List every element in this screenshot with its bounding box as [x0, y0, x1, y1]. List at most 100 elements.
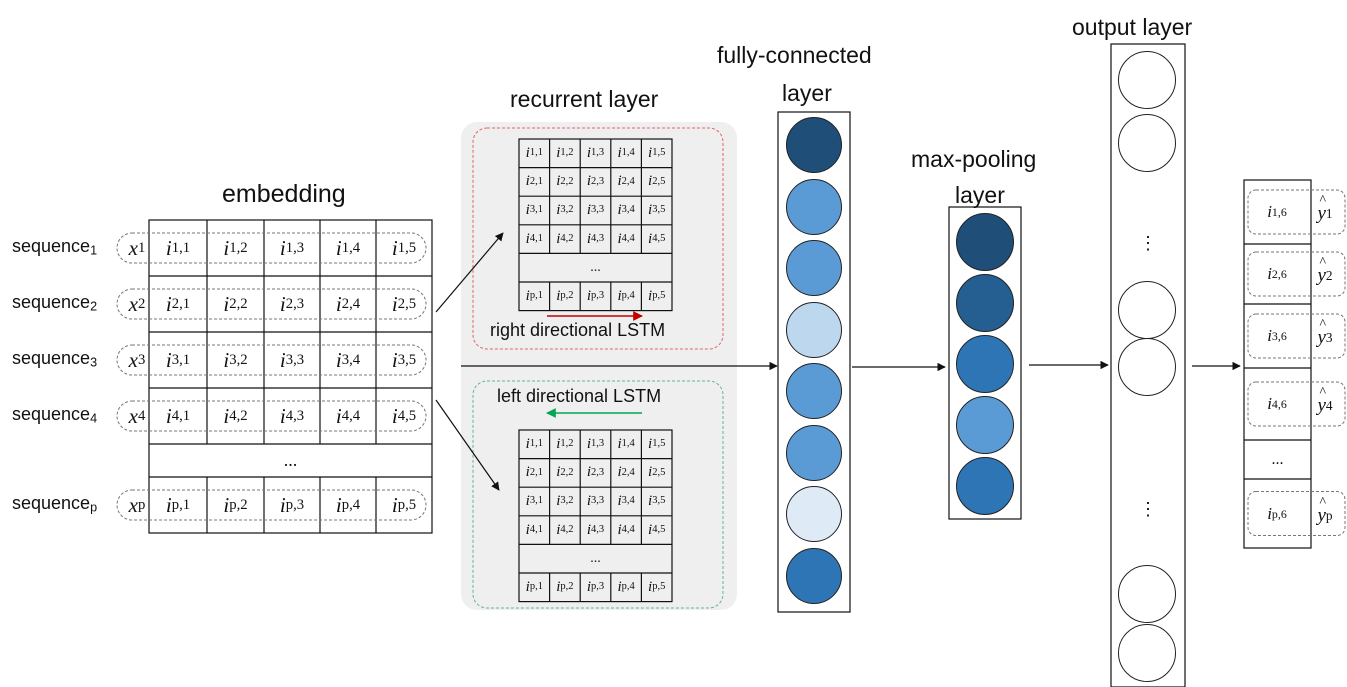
- text: 1: [537, 524, 543, 536]
- fc-neuron: [786, 363, 842, 419]
- text: max-pooling: [911, 146, 1037, 172]
- text: 2: [560, 175, 566, 187]
- text: p: [591, 581, 597, 593]
- text: 4: [629, 147, 635, 159]
- text: sequence: [12, 292, 91, 312]
- sequence-label: sequence4: [12, 404, 97, 425]
- text: 3: [285, 352, 294, 368]
- fc-layer-box: [777, 111, 851, 613]
- prediction-pill: [1247, 381, 1346, 427]
- text: 6: [1280, 506, 1287, 521]
- text: y: [1317, 327, 1326, 348]
- text: 2: [229, 296, 237, 312]
- text: 5: [660, 233, 666, 245]
- text: 5: [660, 438, 666, 450]
- text: 2: [568, 524, 574, 536]
- text: 1: [182, 497, 191, 513]
- text: 4: [285, 408, 294, 424]
- text: layer: [782, 80, 832, 106]
- text: 3: [598, 175, 605, 187]
- text: 1: [537, 175, 543, 187]
- text: 3: [296, 296, 305, 312]
- output-neuron: [1118, 565, 1176, 623]
- text: 5: [660, 175, 666, 187]
- text: ^: [1319, 385, 1327, 400]
- text: 4: [529, 524, 536, 536]
- output-layer-box: [1110, 43, 1186, 687]
- text: i: [1267, 503, 1272, 523]
- text: 4: [652, 233, 658, 245]
- text: 3: [598, 524, 605, 536]
- text: p: [1271, 506, 1278, 521]
- text: 5: [660, 290, 666, 302]
- text: 4: [591, 524, 597, 536]
- fc-title-1: fully-connected: [717, 42, 872, 69]
- recurrent-title: recurrent layer: [510, 86, 658, 113]
- text: 6: [1280, 329, 1287, 343]
- fc-neuron: [786, 301, 842, 358]
- prediction-pill: [1247, 313, 1346, 359]
- text: x: [128, 403, 138, 428]
- text: 4: [629, 495, 635, 507]
- text: ...: [283, 450, 298, 470]
- mp-neuron: [956, 335, 1014, 393]
- text: 2: [529, 466, 536, 478]
- sequence-pill: [116, 489, 427, 521]
- text: 4: [352, 408, 361, 424]
- text: 4: [171, 408, 180, 424]
- fc-neuron: [786, 117, 842, 173]
- text: p: [652, 290, 658, 302]
- text: 2: [568, 466, 574, 478]
- text: 1: [182, 352, 191, 368]
- text: 1: [537, 290, 543, 302]
- fc-neuron: [786, 547, 842, 604]
- lstm-ellipsis: ...: [519, 253, 672, 282]
- text: 5: [660, 204, 666, 216]
- text: 3: [171, 352, 180, 368]
- mp-neuron: [956, 457, 1014, 515]
- prediction-column: [1243, 179, 1312, 549]
- text: 2: [90, 299, 98, 314]
- text: 3: [341, 352, 350, 368]
- text: 3: [598, 290, 605, 302]
- text: 2: [568, 204, 574, 216]
- text: p: [529, 290, 536, 302]
- text: sequence: [12, 348, 91, 368]
- text: left directional LSTM: [497, 386, 662, 406]
- text: 5: [660, 495, 666, 507]
- text: 3: [560, 495, 566, 507]
- output-title: output layer: [1072, 14, 1192, 41]
- text: 1: [652, 438, 658, 450]
- text: 5: [408, 296, 417, 312]
- sequence-label: sequencep: [12, 493, 97, 514]
- text: 3: [296, 497, 305, 513]
- embedding-to-right-arrow: [435, 232, 504, 313]
- lstm-ellipsis: ...: [519, 544, 672, 573]
- text: 2: [568, 147, 574, 159]
